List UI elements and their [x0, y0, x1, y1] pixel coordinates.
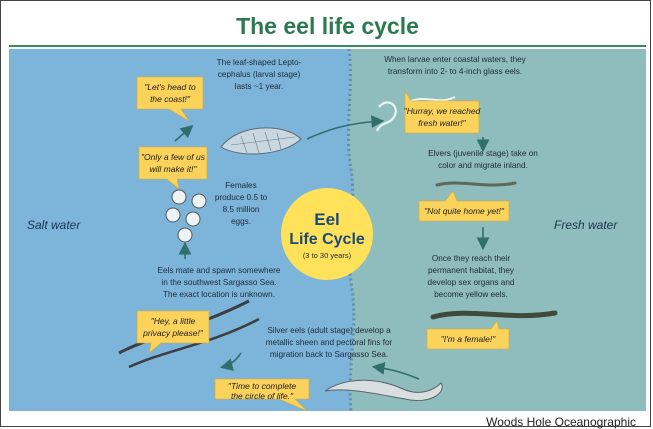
diagram-canvas: Salt water Fresh water Eel Life Cycle (3…	[9, 49, 646, 411]
fresh-water-label: Fresh water	[554, 218, 618, 232]
bubble-privacy-line1: "Hey, a little	[151, 316, 196, 326]
badge-title-line1: Eel	[314, 210, 340, 229]
elvers-text-1: Elvers (juvenile stage) take on	[428, 149, 538, 158]
leptocephalus-text-3: lasts ~1 year.	[235, 82, 283, 91]
badge-years: (3 to 30 years)	[303, 251, 352, 260]
bubble-hurray-line2: fresh water!"	[418, 118, 466, 128]
silver-eel-text-3: migration back to Sargasso Sea.	[270, 350, 388, 359]
bubble-circle-line1: "Time to complete	[228, 381, 296, 391]
bubble-coast-line1: "Let's head to	[144, 82, 196, 92]
footer-credit: Woods Hole Oceanographic	[486, 415, 636, 429]
bubble-hurray-line1: "Hurray, we reached	[404, 106, 481, 116]
bubble-privacy-line2: privacy please!"	[142, 328, 204, 338]
bubble-few-line2: will make it!"	[150, 164, 198, 174]
title-divider	[9, 45, 646, 47]
females-text-3: 8.5 million	[223, 205, 260, 214]
salt-water-label: Salt water	[27, 218, 81, 232]
egg	[178, 228, 192, 242]
elver-eel	[437, 183, 515, 185]
yellow-eel-text-4: become yellow eels.	[434, 290, 508, 299]
females-text-2: produce 0.5 to	[215, 193, 268, 202]
spawn-text-3: The exact location is unknown.	[163, 290, 275, 299]
bubble-female-text: "I'm a female!"	[441, 334, 496, 344]
silver-eel-text-1: Silver eels (adult stage) develop a	[267, 326, 391, 335]
bubble-few-line1: "Only a few of us	[141, 152, 206, 162]
egg	[192, 194, 206, 208]
bubble-home-text: "Not quite home yet!"	[424, 206, 505, 216]
yellow-eel-text-1: Once they reach their	[432, 254, 511, 263]
life-cycle-diagram: Salt water Fresh water Eel Life Cycle (3…	[9, 49, 646, 411]
spawn-text-2: in the southwest Sargasso Sea.	[161, 278, 276, 287]
yellow-eel-text-3: develop sex organs and	[428, 278, 515, 287]
yellow-eel-text-2: permanent habitat, they	[428, 266, 515, 275]
females-text-4: eggs.	[231, 217, 251, 226]
females-text-1: Females	[225, 181, 256, 190]
leptocephalus-text-2: cephalus (larval stage)	[218, 70, 301, 79]
badge-title-line2: Life Cycle	[289, 231, 365, 248]
glass-eel-text-2: transform into 2- to 4-inch glass eels.	[388, 67, 522, 76]
leptocephalus-text-1: The leaf-shaped Lepto-	[217, 58, 302, 67]
egg	[186, 212, 200, 226]
slide-title: The eel life cycle	[1, 13, 653, 40]
elvers-text-2: color and migrate inland.	[438, 161, 528, 170]
glass-eel-text-1: When larvae enter coastal waters, they	[384, 55, 526, 64]
bubble-circle-line2: the circle of life."	[231, 391, 294, 401]
bubble-coast-line2: the coast!"	[150, 94, 191, 104]
egg	[172, 190, 186, 204]
egg	[166, 208, 180, 222]
spawn-text-1: Eels mate and spawn somewhere	[158, 266, 281, 275]
silver-eel-text-2: metallic sheen and pectoral fins for	[266, 338, 393, 347]
